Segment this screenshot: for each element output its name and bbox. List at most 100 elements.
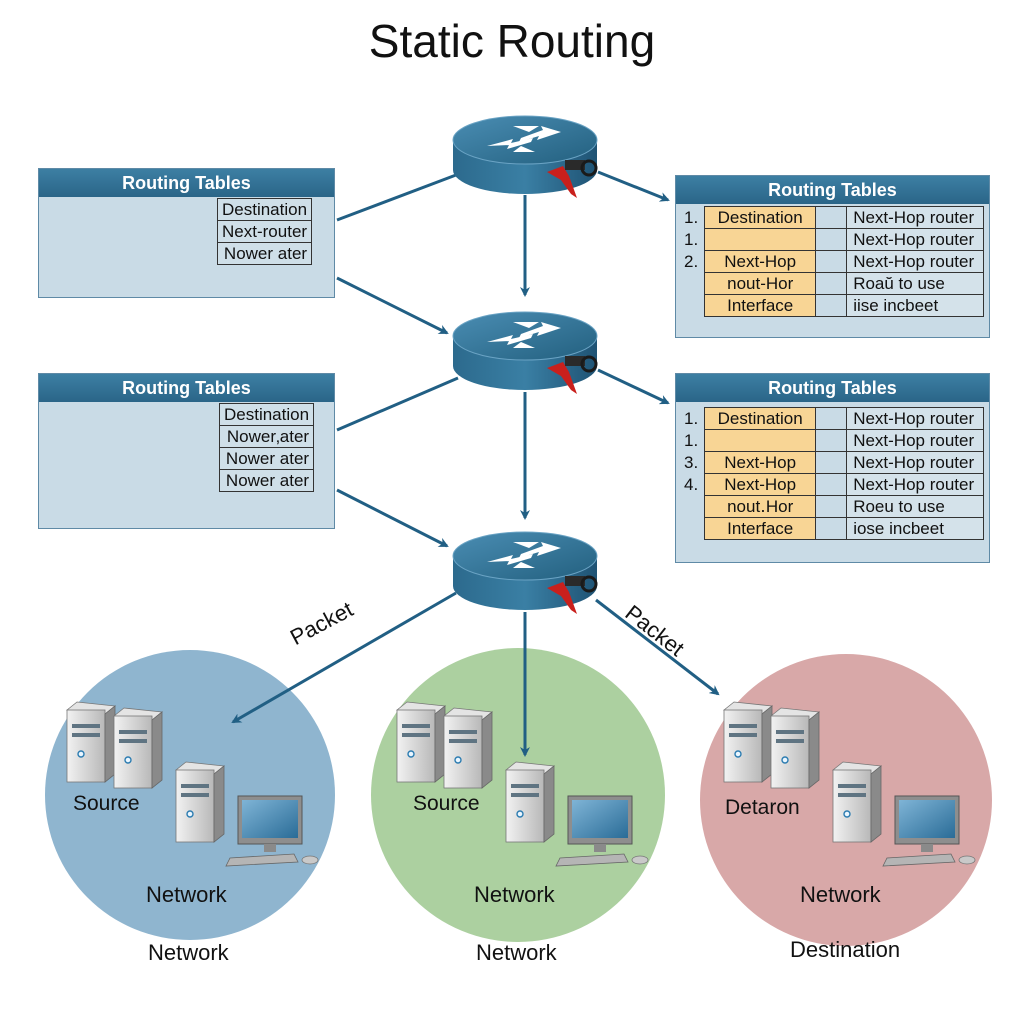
row-number (684, 518, 705, 540)
server-icon (395, 701, 447, 783)
router-arrows-icon (487, 322, 561, 348)
table-row: Next-router (216, 220, 313, 243)
routing-table-header: Routing Tables (676, 176, 989, 204)
spacer-cell (815, 495, 848, 518)
router-arrows-icon (487, 542, 561, 568)
server-icon (831, 761, 883, 843)
network-middle-center-label: Network (474, 882, 555, 907)
row-number: 1. (684, 208, 699, 227)
row-number: 3. (684, 453, 699, 472)
value-cell: Roaŭ to use (846, 272, 985, 295)
value-cell: iise incbeet (846, 294, 985, 317)
field-cell: Next-Hop (704, 451, 817, 474)
cable-icon (547, 159, 598, 198)
router-bottom[interactable] (452, 531, 598, 614)
value-cell: Next-Hop router (846, 473, 985, 496)
table-row: Nower ater (216, 242, 313, 265)
spacer-cell (815, 294, 848, 317)
value-cell: Next-Hop router (846, 451, 985, 474)
server-icon (174, 761, 226, 843)
router-top[interactable] (452, 115, 598, 198)
spacer-cell (815, 451, 848, 474)
link-router1-righttable1 (597, 170, 670, 202)
field-cell: Destination (704, 407, 817, 430)
link-lefttable2-router3 (336, 488, 449, 548)
left-routing-table-2: Routing Tables Destination Nower‚ater No… (38, 373, 335, 529)
field-cell: Interface (704, 294, 817, 317)
server-icon (769, 707, 821, 789)
table-cell: Destination (216, 198, 313, 221)
row-number: 2. (684, 252, 699, 271)
value-cell: Next-Hop router (846, 429, 985, 452)
table-row: 3. Next-Hop Next-Hop router (684, 451, 985, 474)
link-lefttable1-router1 (336, 173, 457, 222)
server-icon (112, 707, 164, 789)
network-middle-caption: Network (476, 940, 557, 965)
table-row: 1.Next-Hop router (684, 228, 985, 251)
link-lefttable1-router2 (336, 276, 449, 335)
table-row: Nower ater (218, 447, 315, 470)
row-number (684, 496, 705, 518)
row-number (684, 273, 705, 295)
value-cell: Next-Hop router (846, 228, 985, 251)
links (231, 170, 720, 757)
spacer-cell (815, 473, 848, 496)
value-cell: Roeu to use (846, 495, 985, 518)
router-middle[interactable] (452, 311, 598, 394)
workstation-icon (882, 795, 976, 867)
field-cell: Next-Hop (704, 473, 817, 496)
value-cell: Next-Hop router (846, 206, 985, 229)
routing-table-entries: Destination Next-router Nower ater (216, 198, 313, 265)
spacer-cell (815, 228, 848, 251)
spacer-cell (815, 206, 848, 229)
spacer-cell (815, 407, 848, 430)
server-icon (65, 701, 117, 783)
field-cell: Destination (704, 206, 817, 229)
table-cell: Nower ater (218, 447, 315, 470)
field-cell: Next-Hop (704, 250, 817, 273)
routing-table-header: Routing Tables (39, 169, 334, 197)
diagram-title: Static Routing (368, 15, 656, 67)
server-icon (442, 707, 494, 789)
table-row: nout-Hor Roaŭ to use (684, 272, 985, 295)
link-router3-destination (595, 598, 720, 696)
network-middle-inner-label: Source (413, 792, 480, 815)
table-cell: Nower ater (216, 242, 313, 265)
field-cell: nout-Hor (704, 272, 817, 295)
routing-table-header: Routing Tables (39, 374, 334, 402)
table-cell: Destination (218, 403, 315, 426)
workstation-icon (225, 795, 319, 867)
spacer-cell (815, 429, 848, 452)
server-icon (504, 761, 556, 843)
link-router2-righttable2 (597, 368, 670, 405)
network-source-caption: Network (148, 940, 229, 965)
table-cell: Nower ater (218, 469, 315, 492)
cable-icon (547, 575, 598, 614)
field-cell (704, 228, 817, 251)
server-icon (722, 701, 774, 783)
workstation-icon (555, 795, 649, 867)
field-cell: nout․Hor (704, 495, 817, 518)
routing-table-entries: Destination Nower‚ater Nower ater Nower … (218, 403, 315, 492)
table-row: Nower‚ater (218, 425, 315, 448)
value-cell: Next-Hop router (846, 407, 985, 430)
table-cell: Nower‚ater (218, 425, 315, 448)
table-row: Interface iise incbeet (684, 294, 985, 317)
row-number (684, 295, 705, 317)
routing-table-header: Routing Tables (676, 374, 989, 402)
table-cell: Next-router (216, 220, 313, 243)
table-row: Nower ater (218, 469, 315, 492)
field-cell (704, 429, 817, 452)
left-routing-table-1: Routing Tables Destination Next-router N… (38, 168, 335, 298)
link-lefttable2-router2 (336, 376, 459, 432)
cable-icon (547, 355, 598, 394)
table-row: 1.Next-Hop router (684, 429, 985, 452)
